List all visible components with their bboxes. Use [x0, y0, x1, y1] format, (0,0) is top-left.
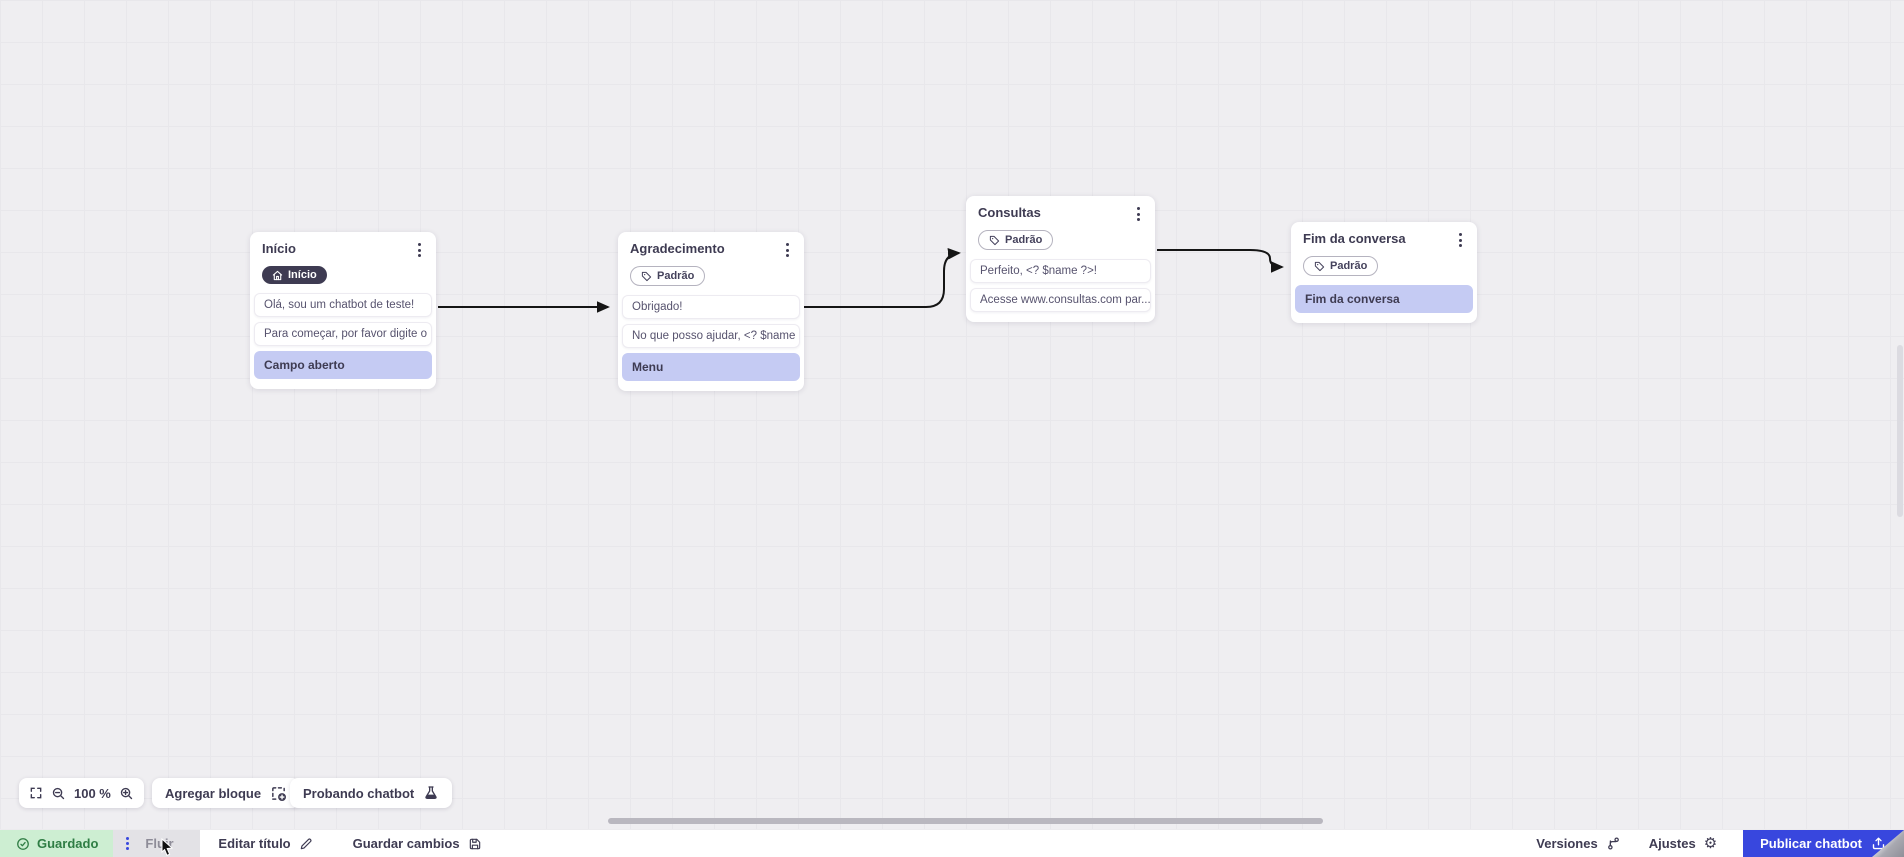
gear-icon: ⚙: [1703, 834, 1718, 852]
tag-icon: [641, 271, 652, 281]
node-menu-kebab-icon[interactable]: [415, 241, 424, 259]
add-block-icon: [272, 786, 287, 801]
flow-tab[interactable]: Fluir: [113, 830, 201, 857]
zoom-level-value: 100 %: [74, 785, 111, 801]
node-body: Fim da conversa: [1291, 285, 1477, 313]
edge-agradecimento-consultas[interactable]: [801, 248, 961, 308]
flow-tab-kebab-icon[interactable]: [126, 837, 130, 850]
flow-name-label: Fluir: [145, 836, 174, 851]
node-body: Obrigado! No que posso ajudar, <? $name …: [618, 295, 804, 381]
menu-item-block[interactable]: Menu: [622, 353, 800, 381]
badge-label: Padrão: [1005, 234, 1043, 246]
tag-icon: [989, 235, 1000, 245]
end-conversation-item[interactable]: Fim da conversa: [1295, 285, 1473, 313]
node-body: Perfeito, <? $name ?>! Acesse www.consul…: [966, 259, 1155, 312]
git-branch-icon: [1607, 837, 1619, 850]
save-changes-button[interactable]: Guardar cambios: [353, 830, 482, 857]
node-header: Agradecimento: [618, 232, 804, 259]
flow-node-inicio[interactable]: Início Início Olá, sou um chatbot de tes…: [250, 232, 436, 389]
check-circle-icon: [17, 837, 29, 850]
node-title: Consultas: [978, 205, 1041, 220]
open-field-item[interactable]: Campo aberto: [254, 351, 432, 379]
save-icon: [469, 838, 480, 849]
node-header: Fim da conversa: [1291, 222, 1477, 249]
fit-screen-icon[interactable]: [29, 786, 43, 800]
message-item[interactable]: Para começar, por favor digite o ...: [254, 322, 432, 346]
node-body: Olá, sou um chatbot de teste! Para começ…: [250, 293, 436, 379]
node-menu-kebab-icon[interactable]: [783, 241, 792, 259]
node-type-badge: Padrão: [1303, 256, 1379, 276]
publish-chatbot-button[interactable]: Publicar chatbot: [1743, 830, 1904, 857]
add-block-label: Agregar bloque: [165, 785, 262, 801]
edit-title-label: Editar título: [218, 836, 291, 851]
settings-button[interactable]: Ajustes ⚙: [1649, 830, 1717, 857]
edit-title-button[interactable]: Editar título: [218, 830, 312, 857]
pencil-icon: [300, 837, 312, 849]
save-changes-label: Guardar cambios: [352, 836, 460, 851]
flask-icon: [425, 786, 437, 799]
saved-status-label: Guardado: [37, 836, 99, 851]
flow-node-consultas[interactable]: Consultas Padrão Perfeito, <? $name ?>! …: [966, 196, 1155, 322]
node-title: Agradecimento: [630, 241, 725, 256]
test-chatbot-button[interactable]: Probando chatbot: [290, 778, 453, 808]
test-chatbot-label: Probando chatbot: [303, 785, 415, 801]
vertical-scrollbar[interactable]: [1897, 345, 1903, 517]
flow-node-fim-da-conversa[interactable]: Fim da conversa Padrão Fim da conversa: [1291, 222, 1477, 323]
versions-label: Versiones: [1536, 836, 1598, 851]
node-type-badge: Padrão: [630, 266, 706, 286]
node-type-badge: Início: [262, 266, 327, 284]
node-title: Início: [262, 241, 296, 256]
home-icon: [272, 270, 283, 280]
node-menu-kebab-icon[interactable]: [1456, 231, 1465, 249]
flow-node-agradecimento[interactable]: Agradecimento Padrão Obrigado! No que po…: [618, 232, 804, 391]
horizontal-scrollbar[interactable]: [608, 818, 1323, 824]
message-item[interactable]: Acesse www.consultas.com par...: [970, 288, 1151, 312]
badge-label: Padrão: [657, 270, 695, 282]
node-title: Fim da conversa: [1303, 231, 1406, 246]
badge-label: Padrão: [1330, 260, 1368, 272]
node-menu-kebab-icon[interactable]: [1134, 205, 1143, 223]
add-block-button[interactable]: Agregar bloque: [152, 778, 301, 808]
upload-icon: [1872, 837, 1885, 850]
message-item[interactable]: Obrigado!: [622, 295, 800, 319]
zoom-toolbar: 100 %: [19, 778, 144, 808]
node-header: Consultas: [966, 196, 1155, 223]
node-type-badge: Padrão: [978, 230, 1054, 250]
zoom-out-icon[interactable]: [51, 786, 66, 801]
node-header: Início: [250, 232, 436, 259]
message-item[interactable]: Perfeito, <? $name ?>!: [970, 259, 1151, 283]
bottom-bar: Guardado Fluir Editar título Guardar cam…: [0, 829, 1904, 857]
versions-button[interactable]: Versiones: [1536, 830, 1620, 857]
badge-label: Início: [288, 269, 317, 281]
edge-consultas-fim[interactable]: [1157, 249, 1284, 273]
zoom-in-icon[interactable]: [119, 786, 134, 801]
tag-icon: [1314, 261, 1325, 271]
message-item[interactable]: Olá, sou um chatbot de teste!: [254, 293, 432, 317]
saved-status-badge: Guardado: [0, 830, 114, 857]
message-item[interactable]: No que posso ajudar, <? $name ...: [622, 324, 800, 348]
publish-chatbot-label: Publicar chatbot: [1760, 836, 1862, 851]
settings-label: Ajustes: [1648, 836, 1696, 851]
